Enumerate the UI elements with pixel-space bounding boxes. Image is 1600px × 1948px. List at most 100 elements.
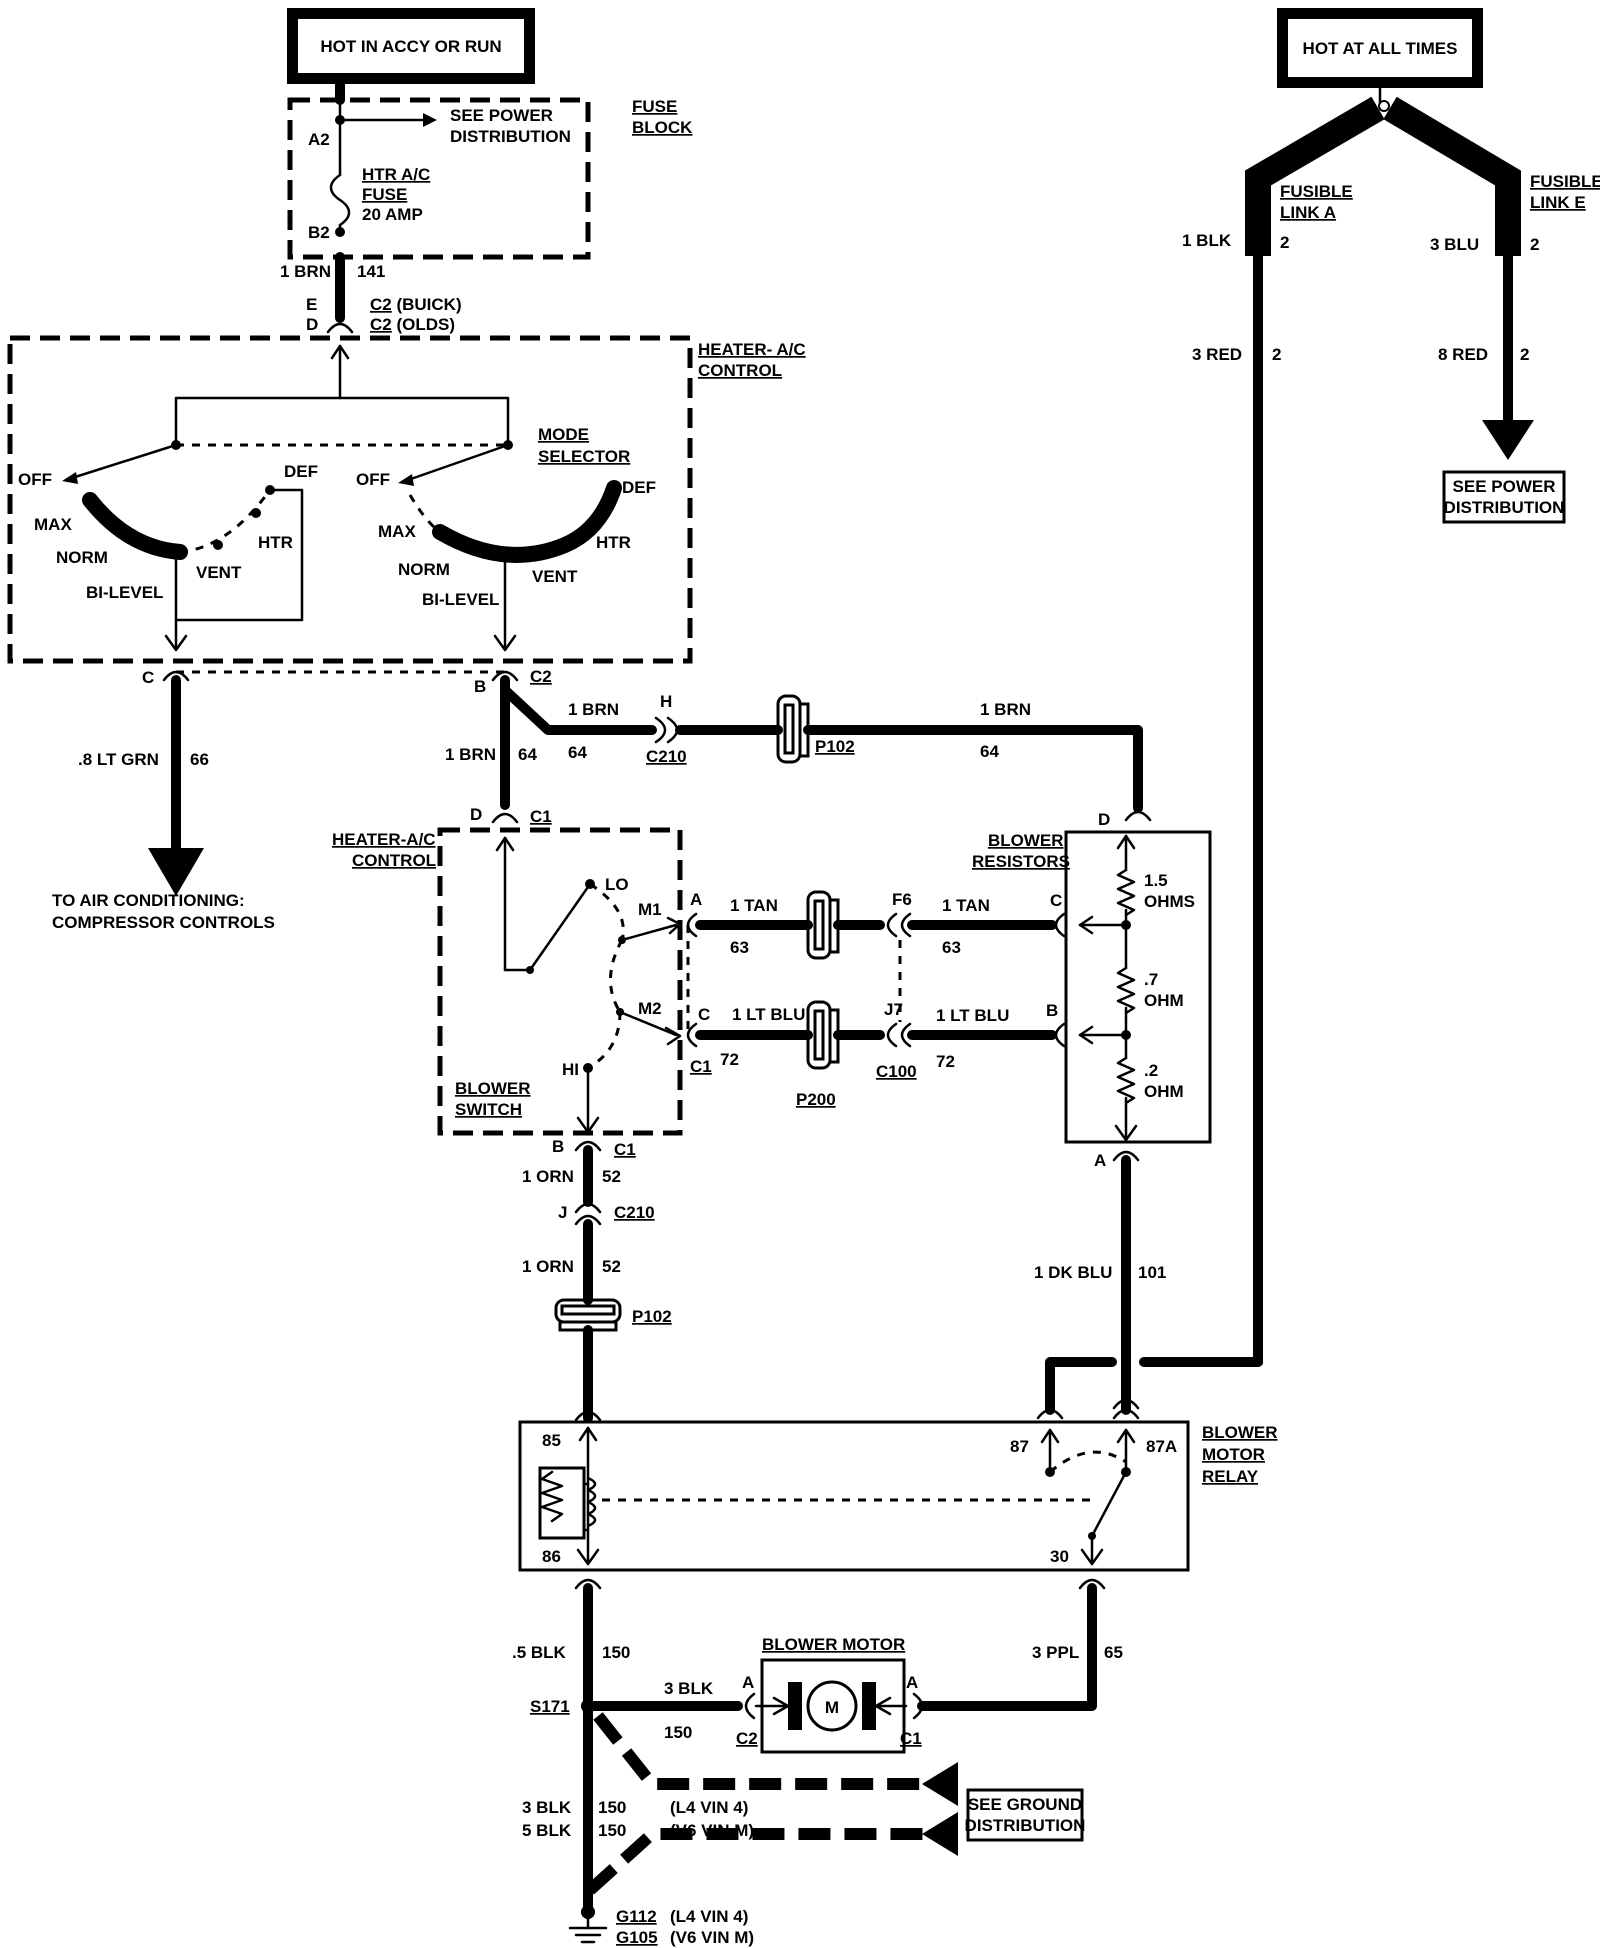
svg-text:A2: A2 (308, 130, 330, 149)
svg-text:DISTRIBUTION: DISTRIBUTION (965, 1816, 1086, 1835)
svg-text:BLOCK: BLOCK (632, 118, 693, 137)
svg-text:A: A (742, 1673, 754, 1692)
svg-text:B: B (474, 677, 486, 696)
svg-text:66: 66 (190, 750, 209, 769)
svg-text:MAX: MAX (34, 515, 72, 534)
svg-text:HEATER-A/C: HEATER-A/C (332, 830, 436, 849)
svg-text:SEE POWER: SEE POWER (1453, 477, 1556, 496)
svg-text:C2: C2 (736, 1729, 758, 1748)
svg-text:52: 52 (602, 1167, 621, 1186)
svg-text:B: B (552, 1137, 564, 1156)
svg-text:HI: HI (562, 1060, 579, 1079)
svg-text:A: A (906, 1673, 918, 1692)
svg-text:C210: C210 (646, 747, 687, 766)
svg-text:(V6 VIN M): (V6 VIN M) (670, 1928, 754, 1947)
svg-text:150: 150 (664, 1723, 692, 1742)
svg-text:OFF: OFF (356, 470, 390, 489)
svg-text:C1: C1 (614, 1140, 636, 1159)
svg-text:LINK A: LINK A (1280, 203, 1336, 222)
svg-text:NORM: NORM (56, 548, 108, 567)
wire-ltblu-72: 1 LT BLU 72 P200 J7 C100 1 LT BLU 72 (695, 1000, 1057, 1109)
svg-text:FUSIBLE: FUSIBLE (1280, 182, 1353, 201)
svg-text:FUSIBLE: FUSIBLE (1530, 172, 1600, 191)
svg-text:C2 (OLDS): C2 (OLDS) (370, 315, 455, 334)
svg-text:BI-LEVEL: BI-LEVEL (422, 590, 499, 609)
svg-text:M1: M1 (638, 900, 662, 919)
svg-text:C1: C1 (530, 807, 552, 826)
svg-text:1 DK BLU: 1 DK BLU (1034, 1263, 1112, 1282)
svg-text:OHM: OHM (1144, 1082, 1184, 1101)
svg-text:RELAY: RELAY (1202, 1467, 1259, 1486)
svg-text:3 RED: 3 RED (1192, 345, 1242, 364)
wire-ppl-65: 3 PPL 65 (925, 1583, 1123, 1711)
svg-text:BLOWER: BLOWER (455, 1079, 531, 1098)
svg-text:C210: C210 (614, 1203, 655, 1222)
svg-text:P102: P102 (632, 1307, 672, 1326)
svg-text:M: M (825, 1698, 839, 1717)
svg-text:SEE POWER: SEE POWER (450, 106, 553, 125)
svg-text:1 BRN: 1 BRN (280, 262, 331, 281)
svg-text:1 BRN: 1 BRN (980, 700, 1031, 719)
blower-motor-relay: BLOWER MOTOR RELAY 85 86 87 87A 30 (518, 1398, 1278, 1572)
svg-text:141: 141 (357, 262, 385, 281)
svg-text:SELECTOR: SELECTOR (538, 447, 630, 466)
svg-text:MODE: MODE (538, 425, 589, 444)
wire-tan-63: 1 TAN 63 F6 1 TAN 63 (695, 890, 1057, 1022)
svg-text:B: B (1046, 1001, 1058, 1020)
svg-text:TO AIR CONDITIONING:: TO AIR CONDITIONING: (52, 891, 245, 910)
svg-text:C: C (698, 1005, 710, 1024)
svg-text:G105: G105 (616, 1928, 658, 1947)
svg-text:HTR: HTR (596, 533, 631, 552)
svg-text:C100: C100 (876, 1062, 917, 1081)
svg-text:85: 85 (542, 1431, 561, 1450)
svg-text:65: 65 (1104, 1643, 1123, 1662)
svg-text:RESISTORS: RESISTORS (972, 852, 1070, 871)
svg-text:CONTROL: CONTROL (352, 851, 436, 870)
svg-text:2: 2 (1520, 345, 1529, 364)
svg-text:DISTRIBUTION: DISTRIBUTION (1444, 498, 1565, 517)
mode-selector-control: HEATER- A/C CONTROL MODE SELECTOR OFF MA… (7, 335, 806, 664)
wire-feed-87 (1045, 1357, 1263, 1415)
svg-text:.5 BLK: .5 BLK (512, 1643, 567, 1662)
svg-text:3 BLK: 3 BLK (522, 1798, 572, 1817)
svg-text:J: J (558, 1203, 567, 1222)
svg-text:E: E (306, 295, 317, 314)
svg-text:1 ORN: 1 ORN (522, 1257, 574, 1276)
hot-all-times-box: HOT AT ALL TIMES (1277, 8, 1483, 88)
svg-text:64: 64 (568, 743, 587, 762)
svg-text:8 RED: 8 RED (1438, 345, 1488, 364)
svg-text:5 BLK: 5 BLK (522, 1821, 572, 1840)
svg-text:1 ORN: 1 ORN (522, 1167, 574, 1186)
svg-text:1 BRN: 1 BRN (445, 745, 496, 764)
svg-text:BLOWER: BLOWER (988, 831, 1064, 850)
svg-text:101: 101 (1138, 1263, 1166, 1282)
svg-text:HTR: HTR (258, 533, 293, 552)
fuse-block: FUSE BLOCK SEE POWER DISTRIBUTION A2 B2 … (287, 79, 693, 260)
svg-text:CONTROL: CONTROL (698, 361, 782, 380)
svg-text:D: D (1098, 810, 1110, 829)
svg-text:DEF: DEF (284, 462, 318, 481)
svg-text:COMPRESSOR CONTROLS: COMPRESSOR CONTROLS (52, 913, 275, 932)
svg-text:LINK E: LINK E (1530, 193, 1586, 212)
wire-brn-141: 1 BRN 141 E D C2 (BUICK) C2 (OLDS) (280, 252, 462, 400)
svg-text:BI-LEVEL: BI-LEVEL (86, 583, 163, 602)
wire-orn-52: B C1 1 ORN 52 J C210 1 ORN 52 P102 (522, 1137, 672, 1423)
svg-text:DISTRIBUTION: DISTRIBUTION (450, 127, 571, 146)
mode-connector-c2: C B C2 (142, 667, 552, 696)
svg-text:J7: J7 (884, 1000, 903, 1019)
svg-text:C2: C2 (530, 667, 552, 686)
blower-resistors: BLOWER RESISTORS 1.5 OHMS .7 OHM .2 OHM … (972, 830, 1212, 1170)
svg-text:NORM: NORM (398, 560, 450, 579)
svg-text:72: 72 (936, 1052, 955, 1071)
blower-motor: BLOWER MOTOR 3 BLK 150 A C2 M A C1 (583, 1635, 939, 1754)
svg-text:2: 2 (1280, 233, 1289, 252)
svg-text:MAX: MAX (378, 522, 416, 541)
svg-text:B2: B2 (308, 223, 330, 242)
svg-text:1 BLK: 1 BLK (1182, 231, 1232, 250)
hot-accy-run-box: HOT IN ACCY OR RUN (287, 8, 535, 84)
svg-text:OHMS: OHMS (1144, 892, 1195, 911)
wire-blk-150: .5 BLK 150 S171 (512, 1583, 630, 1716)
svg-text:(L4 VIN 4): (L4 VIN 4) (670, 1907, 748, 1926)
svg-text:2: 2 (1530, 235, 1539, 254)
